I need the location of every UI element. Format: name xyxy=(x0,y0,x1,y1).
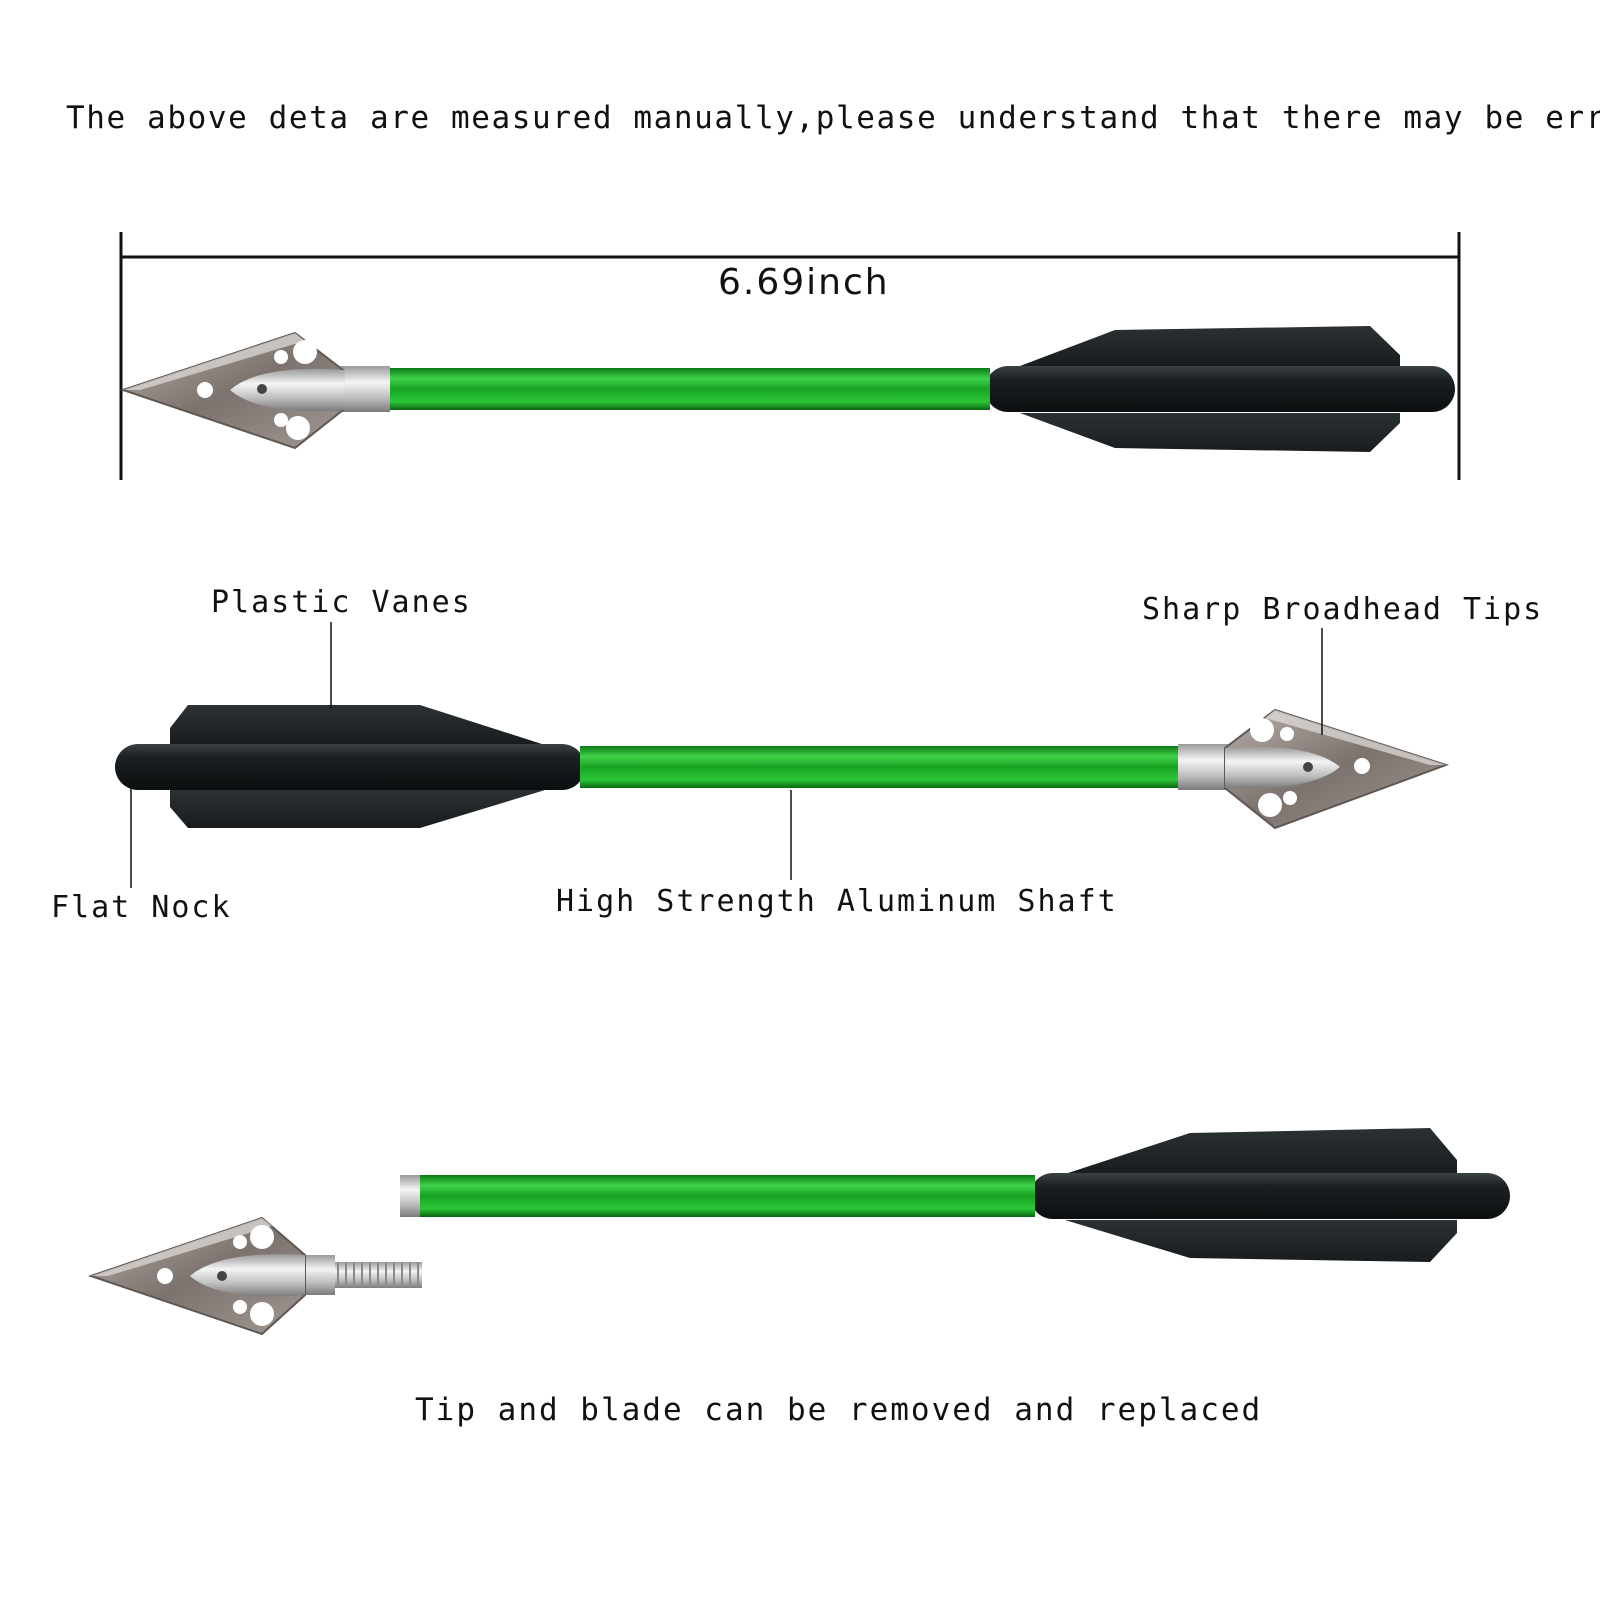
removable-tip-caption: Tip and blade can be removed and replace… xyxy=(415,1392,1263,1428)
broadhead-detached xyxy=(87,1216,422,1336)
callout-lines xyxy=(130,622,1323,888)
arrow-top xyxy=(119,326,1455,452)
label-flat-nock: Flat Nock xyxy=(51,890,232,925)
arrow-bottom-shaft xyxy=(400,1128,1510,1262)
measurement-disclaimer: The above deta are measured manually,ple… xyxy=(66,100,1600,136)
length-measurement: 6.69inch xyxy=(718,262,890,303)
arrow-middle xyxy=(115,705,1450,830)
label-broadhead-tips: Sharp Broadhead Tips xyxy=(1142,592,1544,627)
label-aluminum-shaft: High Strength Aluminum Shaft xyxy=(556,884,1118,919)
label-plastic-vanes: Plastic Vanes xyxy=(211,585,472,620)
measurement-bracket xyxy=(119,232,1461,480)
